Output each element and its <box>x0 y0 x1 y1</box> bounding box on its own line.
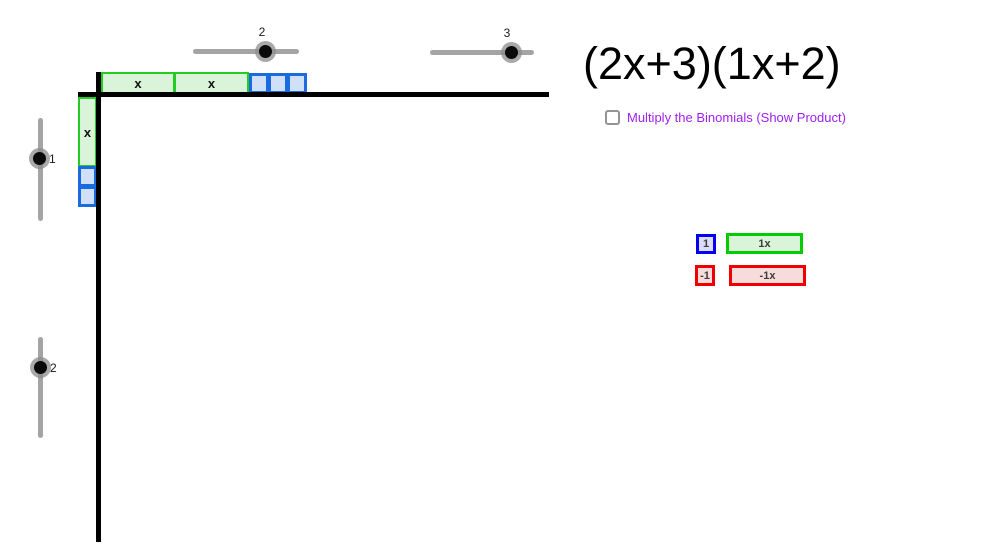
legend-negative-x: -1x <box>729 265 806 286</box>
slider-vertical-unit-count-label: 2 <box>50 361 57 375</box>
x-tile-horizontal-1: x <box>101 72 175 94</box>
slider-horizontal-unit-count-track[interactable] <box>430 50 534 55</box>
legend-positive-x: 1x <box>726 233 803 254</box>
show-product-checkbox-label[interactable]: Multiply the Binomials (Show Product) <box>627 110 846 125</box>
slider-vertical-unit-count-handle[interactable] <box>34 361 47 374</box>
slider-horizontal-x-count-label: 2 <box>258 25 266 39</box>
slider-horizontal-x-count-handle[interactable] <box>259 45 272 58</box>
legend-negative-unit: -1 <box>695 265 715 286</box>
unit-tile-horizontal-2 <box>268 73 288 94</box>
expression-title: (2x+3)(1x+2) <box>583 38 841 89</box>
unit-tile-horizontal-3 <box>287 73 307 94</box>
unit-tile-vertical-1 <box>78 166 97 187</box>
slider-vertical-x-count-label: 1 <box>49 152 56 166</box>
slider-horizontal-unit-count-label: 3 <box>503 26 511 40</box>
show-product-checkbox-row[interactable]: Multiply the Binomials (Show Product) <box>605 110 846 125</box>
x-axis <box>78 92 549 97</box>
slider-vertical-x-count-handle[interactable] <box>33 152 46 165</box>
slider-vertical-unit-count-track[interactable] <box>38 337 43 438</box>
x-tile-horizontal-2: x <box>174 72 249 94</box>
y-axis <box>96 72 101 542</box>
unit-tile-vertical-2 <box>78 186 97 207</box>
unit-tile-horizontal-1 <box>249 73 269 94</box>
slider-vertical-x-count-track[interactable] <box>38 118 43 221</box>
slider-horizontal-unit-count-handle[interactable] <box>505 46 518 59</box>
x-tile-vertical-1: x <box>78 97 97 167</box>
legend-positive-unit: 1 <box>696 234 716 254</box>
slider-horizontal-x-count-track[interactable] <box>193 49 299 54</box>
show-product-checkbox[interactable] <box>605 110 620 125</box>
